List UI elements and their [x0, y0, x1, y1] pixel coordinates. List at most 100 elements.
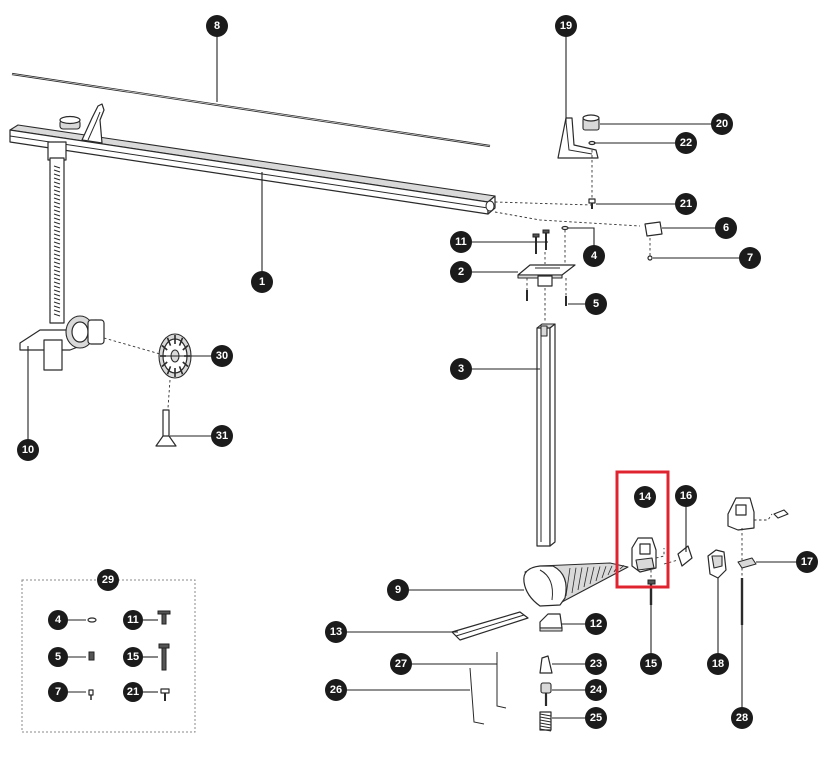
part-10-post — [19, 141, 105, 371]
kit-callout-7: 7 — [48, 682, 68, 702]
leader-lines — [27, 36, 798, 719]
part-6-clip — [644, 221, 663, 237]
svg-text:9: 9 — [395, 584, 401, 596]
svg-text:7: 7 — [747, 252, 753, 264]
part-31-peg — [155, 409, 177, 447]
svg-text:18: 18 — [712, 658, 724, 670]
part-23-cap — [539, 655, 553, 674]
svg-text:21: 21 — [680, 198, 692, 210]
part-7-pin — [647, 255, 653, 261]
svg-text:12: 12 — [590, 618, 602, 630]
svg-text:27: 27 — [395, 658, 407, 670]
part-3-column — [536, 323, 556, 547]
part-5-bolts — [526, 290, 567, 306]
callout-22: 22 — [675, 132, 697, 154]
svg-text:5: 5 — [593, 298, 599, 310]
spring-coils — [539, 713, 552, 732]
callout-4: 4 — [583, 245, 605, 267]
callout-18: 18 — [707, 653, 729, 675]
part-13-strip — [451, 611, 529, 641]
callout-29: 29 — [97, 569, 119, 591]
callout-10: 10 — [17, 439, 39, 461]
foot-ribs — [565, 565, 625, 597]
post-thread — [53, 165, 61, 317]
callout-30: 30 — [211, 345, 233, 367]
part-1-rail — [9, 124, 496, 215]
part-17-clamp — [727, 497, 789, 569]
highlight-box — [615, 470, 670, 589]
svg-text:31: 31 — [216, 430, 228, 442]
callout-3: 3 — [450, 358, 472, 380]
svg-text:11: 11 — [455, 236, 467, 248]
callout-2: 2 — [450, 261, 472, 283]
callout-16: 16 — [675, 485, 697, 507]
kit-callout-5: 5 — [48, 647, 68, 667]
part-2-plate — [517, 264, 576, 287]
svg-text:10: 10 — [22, 444, 34, 456]
callout-24: 24 — [585, 679, 607, 701]
svg-text:11: 11 — [127, 614, 139, 626]
svg-text:21: 21 — [127, 686, 139, 698]
svg-text:16: 16 — [680, 490, 692, 502]
part-26-hex-key — [469, 667, 485, 725]
svg-text:23: 23 — [590, 658, 602, 670]
svg-text:8: 8 — [214, 20, 220, 32]
svg-text:13: 13 — [330, 626, 342, 638]
callout-23: 23 — [585, 653, 607, 675]
svg-text:29: 29 — [102, 574, 114, 586]
callout-20: 20 — [711, 113, 733, 135]
part-14-clamp — [631, 537, 665, 573]
part-12-block — [539, 613, 563, 632]
part-11-screws — [532, 229, 550, 254]
part-9-foot — [523, 562, 629, 607]
callout-5: 5 — [585, 293, 607, 315]
callout-26: 26 — [325, 679, 347, 701]
part-21-bolt — [588, 198, 596, 209]
part-20-knob — [582, 114, 600, 131]
callout-6: 6 — [715, 217, 737, 239]
part-27-hex-key — [496, 652, 507, 709]
callout-1: 1 — [251, 271, 273, 293]
callout-11: 11 — [450, 231, 472, 253]
callout-25: 25 — [585, 707, 607, 729]
callout-27: 27 — [390, 653, 412, 675]
svg-text:15: 15 — [127, 651, 139, 663]
svg-text:28: 28 — [736, 712, 748, 724]
part-16-wedge — [677, 545, 693, 567]
svg-text:14: 14 — [639, 491, 652, 503]
svg-text:19: 19 — [560, 20, 572, 32]
callout-28: 28 — [731, 707, 753, 729]
part-4-washer — [561, 225, 569, 231]
callout-15: 15 — [640, 653, 662, 675]
kit-callout-4: 4 — [48, 610, 68, 630]
svg-text:30: 30 — [216, 350, 228, 362]
part-25-spring-screw — [539, 711, 552, 732]
callout-8: 8 — [206, 15, 228, 37]
part-29-kit-box — [21, 579, 196, 733]
rail-hook — [81, 103, 105, 144]
svg-text:2: 2 — [458, 266, 464, 278]
svg-text:17: 17 — [801, 556, 813, 568]
callout-9: 9 — [387, 579, 409, 601]
callout-7: 7 — [739, 247, 761, 269]
svg-text:5: 5 — [55, 651, 61, 663]
callout-19: 19 — [555, 15, 577, 37]
part-8-rod — [11, 72, 491, 148]
svg-text:7: 7 — [55, 686, 61, 698]
svg-text:26: 26 — [330, 684, 342, 696]
callout-31: 31 — [211, 425, 233, 447]
kit-callout-21: 21 — [123, 682, 143, 702]
part-18-cover — [707, 549, 727, 579]
svg-text:15: 15 — [645, 658, 657, 670]
callout-12: 12 — [585, 613, 607, 635]
svg-text:24: 24 — [590, 684, 603, 696]
svg-text:6: 6 — [723, 222, 729, 234]
callout-17: 17 — [796, 551, 818, 573]
rail-knob — [59, 115, 81, 130]
callout-13: 13 — [325, 621, 347, 643]
part-15-screw — [647, 579, 656, 605]
gear-teeth — [160, 335, 190, 377]
svg-text:1: 1 — [259, 276, 265, 288]
svg-text:22: 22 — [680, 137, 692, 149]
